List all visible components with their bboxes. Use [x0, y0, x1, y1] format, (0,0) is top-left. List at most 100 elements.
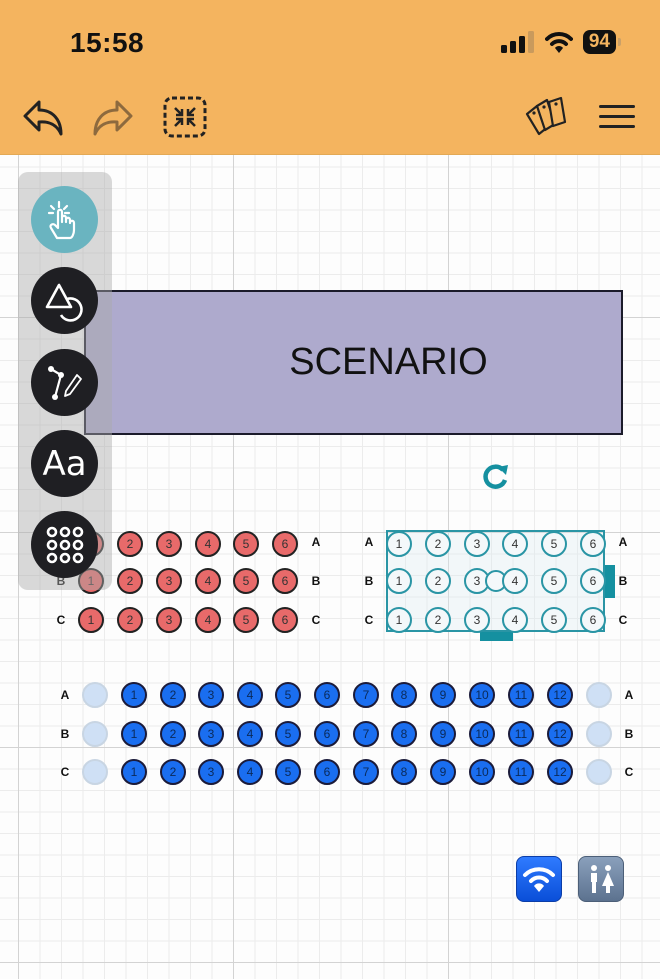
seat-C2[interactable]: 2	[425, 607, 451, 633]
seat-B3[interactable]: 3	[198, 721, 224, 747]
seat-B9[interactable]: 9	[430, 721, 456, 747]
seat-A5[interactable]: 5	[275, 682, 301, 708]
tickets-button[interactable]	[522, 94, 570, 140]
seat-B6[interactable]: 6	[272, 568, 298, 594]
empty-seat[interactable]	[586, 721, 612, 747]
seat-A3[interactable]: 3	[198, 682, 224, 708]
seat-C11[interactable]: 11	[508, 759, 534, 785]
seat-B7[interactable]: 7	[353, 721, 379, 747]
cellular-signal-icon	[500, 31, 534, 53]
resize-handle-right[interactable]	[605, 565, 615, 598]
menu-button[interactable]	[596, 98, 638, 136]
seat-C6[interactable]: 6	[580, 607, 606, 633]
seat-A1[interactable]: 1	[121, 682, 147, 708]
seat-A3[interactable]: 3	[464, 531, 490, 557]
seat-B2[interactable]: 2	[160, 721, 186, 747]
seat-A2[interactable]: 2	[117, 531, 143, 557]
seat-C4[interactable]: 4	[502, 607, 528, 633]
stage-shape[interactable]: SCENARIO	[84, 290, 623, 435]
seat-B2[interactable]: 2	[425, 568, 451, 594]
shapes-tool-button[interactable]	[31, 267, 98, 334]
seat-C2[interactable]: 2	[117, 607, 143, 633]
seat-C3[interactable]: 3	[198, 759, 224, 785]
seat-B1[interactable]: 1	[121, 721, 147, 747]
seat-B4[interactable]: 4	[502, 568, 528, 594]
seat-C5[interactable]: 5	[541, 607, 567, 633]
seat-A4[interactable]: 4	[237, 682, 263, 708]
seat-B12[interactable]: 12	[547, 721, 573, 747]
seat-C1[interactable]: 1	[386, 607, 412, 633]
seat-C4[interactable]: 4	[237, 759, 263, 785]
seat-B5[interactable]: 5	[541, 568, 567, 594]
seat-A7[interactable]: 7	[353, 682, 379, 708]
seat-C5[interactable]: 5	[275, 759, 301, 785]
seat-A12[interactable]: 12	[547, 682, 573, 708]
seat-A4[interactable]: 4	[195, 531, 221, 557]
resize-handle-bottom[interactable]	[480, 632, 513, 641]
seat-C5[interactable]: 5	[233, 607, 259, 633]
seat-A2[interactable]: 2	[160, 682, 186, 708]
empty-seat[interactable]	[586, 759, 612, 785]
row-label: B	[56, 574, 66, 588]
seat-B8[interactable]: 8	[391, 721, 417, 747]
undo-icon	[23, 100, 63, 136]
seat-B4[interactable]: 4	[195, 568, 221, 594]
seat-A3[interactable]: 3	[156, 531, 182, 557]
seat-C9[interactable]: 9	[430, 759, 456, 785]
seat-B5[interactable]: 5	[275, 721, 301, 747]
seat-C1[interactable]: 1	[78, 607, 104, 633]
seat-C12[interactable]: 12	[547, 759, 573, 785]
seat-A9[interactable]: 9	[430, 682, 456, 708]
seat-B11[interactable]: 11	[508, 721, 534, 747]
empty-seat[interactable]	[82, 682, 108, 708]
seat-A6[interactable]: 6	[314, 682, 340, 708]
seat-A5[interactable]: 5	[233, 531, 259, 557]
restroom-amenity[interactable]	[578, 856, 624, 902]
seat-C1[interactable]: 1	[121, 759, 147, 785]
seat-B6[interactable]: 6	[580, 568, 606, 594]
seat-A5[interactable]: 5	[541, 531, 567, 557]
seat-C2[interactable]: 2	[160, 759, 186, 785]
empty-seat[interactable]	[82, 721, 108, 747]
seat-B3[interactable]: 3	[156, 568, 182, 594]
seat-C3[interactable]: 3	[156, 607, 182, 633]
tickets-icon	[525, 96, 567, 136]
undo-button[interactable]	[20, 95, 66, 141]
seat-B1[interactable]: 1	[386, 568, 412, 594]
seat-A2[interactable]: 2	[425, 531, 451, 557]
seat-A11[interactable]: 11	[508, 682, 534, 708]
text-tool-button[interactable]: Aa	[31, 430, 98, 497]
seat-A10[interactable]: 10	[469, 682, 495, 708]
seat-A6[interactable]: 6	[580, 531, 606, 557]
fit-to-screen-button[interactable]	[162, 95, 208, 139]
seat-B10[interactable]: 10	[469, 721, 495, 747]
seat-C10[interactable]: 10	[469, 759, 495, 785]
seat-C8[interactable]: 8	[391, 759, 417, 785]
seat-A6[interactable]: 6	[272, 531, 298, 557]
seat-B2[interactable]: 2	[117, 568, 143, 594]
select-tool-button[interactable]	[31, 186, 98, 253]
seat-B5[interactable]: 5	[233, 568, 259, 594]
seat-A4[interactable]: 4	[502, 531, 528, 557]
seat-C3[interactable]: 3	[464, 607, 490, 633]
battery-indicator: 94	[582, 30, 622, 54]
seat-C7[interactable]: 7	[353, 759, 379, 785]
seats-tool-button[interactable]	[31, 511, 98, 578]
seat-C4[interactable]: 4	[195, 607, 221, 633]
seat-A1[interactable]: 1	[386, 531, 412, 557]
seat-C6[interactable]: 6	[272, 607, 298, 633]
tap-hand-icon	[47, 200, 75, 239]
rotate-button[interactable]	[480, 460, 512, 492]
row-label: C	[618, 613, 628, 627]
path-draw-tool-button[interactable]	[31, 349, 98, 416]
redo-button[interactable]	[90, 95, 136, 141]
seat-B4[interactable]: 4	[237, 721, 263, 747]
seating-canvas[interactable]: SCENARIO A B C A B C 1 2 3 4 5 6 1 2 3 4…	[0, 154, 660, 979]
seat-A8[interactable]: 8	[391, 682, 417, 708]
empty-seat[interactable]	[586, 682, 612, 708]
empty-seat[interactable]	[82, 759, 108, 785]
seat-C6[interactable]: 6	[314, 759, 340, 785]
seat-B6[interactable]: 6	[314, 721, 340, 747]
row-label: C	[56, 613, 66, 627]
wifi-amenity[interactable]	[516, 856, 562, 902]
